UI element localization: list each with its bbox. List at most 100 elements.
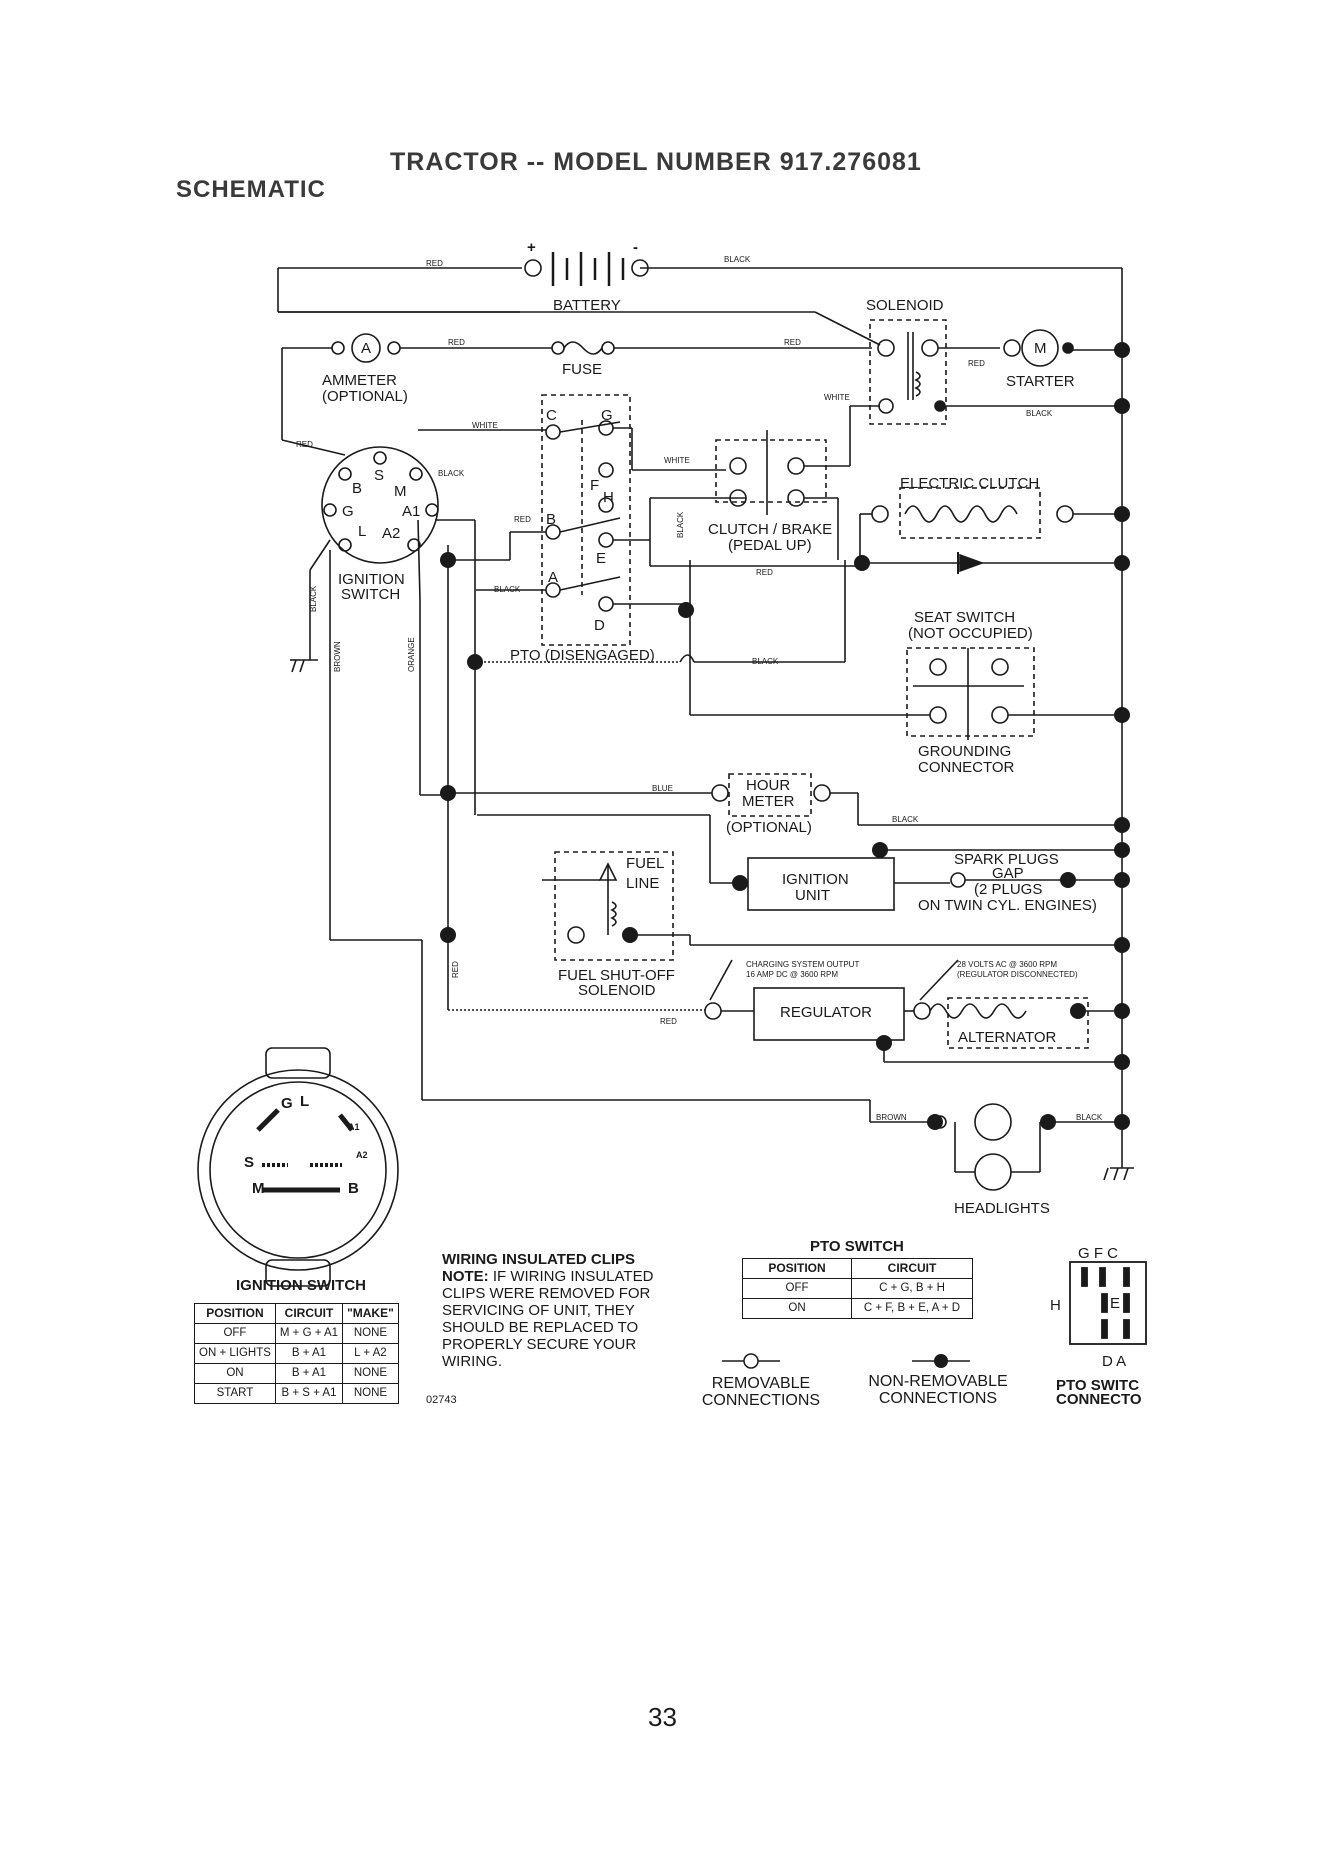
- table-header-cell: "MAKE": [342, 1303, 399, 1324]
- pto-switch-table: POSITION CIRCUIT OFF C + G, B + H ON C +…: [742, 1258, 973, 1319]
- clutch-brake-label-1: CLUTCH / BRAKE: [708, 521, 832, 538]
- non-removable-connection-dots: [440, 342, 1130, 1130]
- ign-terminal-l: L: [358, 523, 366, 540]
- wiring-note-label: NOTE:: [442, 1268, 489, 1285]
- wire-tag-red: RED: [426, 259, 443, 268]
- wire-tag-orange: ORANGE: [407, 637, 416, 672]
- table-row: OFF M + G + A1 NONE: [194, 1323, 399, 1344]
- table-cell: NONE: [342, 1323, 399, 1344]
- ignition-switch-label-1: IGNITION: [338, 571, 405, 588]
- pto-connector-top-letters: G F C: [1078, 1245, 1118, 1262]
- table-header-row: POSITION CIRCUIT: [742, 1258, 973, 1279]
- charging-output-label-2: 16 AMP DC @ 3600 RPM: [746, 970, 838, 979]
- wire-tag-red: RED: [660, 1017, 677, 1026]
- ignition-switch-table: POSITION CIRCUIT "MAKE" OFF M + G + A1 N…: [194, 1303, 399, 1404]
- table-cell: L + A2: [342, 1343, 399, 1364]
- table-cell: C + F, B + E, A + D: [851, 1298, 973, 1319]
- wire-tag-red: RED: [968, 359, 985, 368]
- drawing-code: 02743: [426, 1394, 457, 1406]
- page-subtitle: SCHEMATIC: [176, 176, 326, 203]
- face-letter-s: S: [244, 1154, 254, 1171]
- ignition-unit-label-1: IGNITION: [782, 871, 849, 888]
- spark-plugs-label-2: GAP: [992, 865, 1024, 882]
- legend-removable-line-2: CONNECTIONS: [701, 1392, 821, 1409]
- legend-removable: REMOVABLE CONNECTIONS: [700, 1375, 822, 1409]
- grounding-connector-label-1: GROUNDING: [918, 743, 1011, 760]
- pto-disengaged-label: PTO (DISENGAGED): [510, 647, 655, 664]
- grounding-connector-label-2: CONNECTOR: [918, 759, 1015, 776]
- table-header-cell: POSITION: [194, 1303, 276, 1324]
- volts-ac-label-2: (REGULATOR DISCONNECTED): [957, 970, 1078, 979]
- pto-connector-label-2: CONNECTO: [1056, 1391, 1142, 1408]
- battery-plus-label: +: [527, 239, 536, 256]
- ign-terminal-g: G: [342, 503, 354, 520]
- ign-terminal-b: B: [352, 480, 362, 497]
- terminal-f: F: [590, 477, 599, 494]
- table-cell: C + G, B + H: [851, 1278, 973, 1299]
- wire-tag-red: RED: [784, 338, 801, 347]
- face-letter-a2: A2: [356, 1150, 368, 1160]
- terminal-d: D: [594, 617, 605, 634]
- fuse-label: FUSE: [562, 361, 602, 378]
- wiring-note: WIRING INSULATED CLIPS NOTE: IF WIRING I…: [442, 1251, 692, 1370]
- ammeter-label: AMMETER: [322, 372, 397, 389]
- legend-non-removable-line-1: NON-REMOVABLE: [868, 1373, 1008, 1390]
- ammeter-optional-label: (OPTIONAL): [322, 388, 408, 405]
- table-header-cell: POSITION: [742, 1258, 852, 1279]
- face-letter-a1: A1: [348, 1122, 360, 1132]
- terminal-h: H: [603, 489, 614, 506]
- table-cell: M + G + A1: [274, 1323, 344, 1344]
- table-row: START B + S + A1 NONE: [194, 1383, 399, 1404]
- page-number: 33: [648, 1702, 677, 1732]
- ign-terminal-a1: A1: [402, 503, 420, 520]
- table-header-cell: CIRCUIT: [274, 1303, 344, 1324]
- pto-connector-e-letter: E: [1110, 1295, 1120, 1312]
- table-cell: ON: [742, 1298, 852, 1319]
- hour-meter-label-2: METER: [742, 793, 795, 810]
- wire-tag-brown: BROWN: [333, 641, 342, 672]
- ign-terminal-s: S: [374, 467, 384, 484]
- wire-tag-black: BLACK: [438, 469, 465, 478]
- wire-tag-red: RED: [514, 515, 531, 524]
- face-letter-m: M: [252, 1180, 265, 1197]
- legend-non-removable-line-2: CONNECTIONS: [878, 1390, 998, 1407]
- table-cell: ON + LIGHTS: [194, 1343, 276, 1364]
- starter-symbol: M: [1034, 340, 1047, 357]
- table-row: ON C + F, B + E, A + D: [742, 1298, 973, 1319]
- table-cell: OFF: [194, 1323, 276, 1344]
- wire-tag-red: RED: [756, 568, 773, 577]
- ignition-unit-label-2: UNIT: [795, 887, 830, 904]
- table-row: ON + LIGHTS B + A1 L + A2: [194, 1343, 399, 1364]
- page-title: TRACTOR -- MODEL NUMBER 917.276081: [390, 148, 922, 176]
- table-cell: OFF: [742, 1278, 852, 1299]
- wire-tag-red: RED: [448, 338, 465, 347]
- alternator-label: ALTERNATOR: [958, 1029, 1057, 1046]
- wire-tag-black: BLACK: [1026, 409, 1053, 418]
- wire-tag-brown: BROWN: [876, 1113, 907, 1122]
- charging-output-label-1: CHARGING SYSTEM OUTPUT: [746, 960, 859, 969]
- terminal-e: E: [596, 550, 606, 567]
- terminal-g: G: [601, 407, 613, 424]
- ignition-switch-label-2: SWITCH: [341, 586, 400, 603]
- table-row: OFF C + G, B + H: [742, 1278, 973, 1299]
- solenoid-label: SOLENOID: [866, 297, 944, 314]
- wire-tag-black: BLACK: [752, 657, 779, 666]
- table-header-row: POSITION CIRCUIT "MAKE": [194, 1303, 399, 1324]
- face-letter-l: L: [300, 1093, 309, 1110]
- fuel-line-label-1: FUEL: [626, 855, 664, 872]
- pto-connector-bottom-letters: D A: [1102, 1353, 1126, 1370]
- fuel-shutoff-label-2: SOLENOID: [578, 982, 656, 999]
- hour-meter-optional-label: (OPTIONAL): [726, 819, 812, 836]
- wiring-note-text: IF WIRING INSULATED CLIPS WERE REMOVED F…: [442, 1268, 654, 1370]
- wire-tag-blue: BLUE: [652, 784, 673, 793]
- legend-removable-line-1: REMOVABLE: [711, 1375, 811, 1392]
- terminal-c: C: [546, 407, 557, 424]
- spark-plugs-label-4: ON TWIN CYL. ENGINES): [918, 897, 1097, 914]
- ign-terminal-m: M: [394, 483, 407, 500]
- wire-tag-black: BLACK: [309, 585, 318, 612]
- wire-tag-white: WHITE: [472, 421, 498, 430]
- ammeter-symbol: A: [361, 340, 371, 357]
- wiring-note-heading: WIRING INSULATED CLIPS: [442, 1251, 636, 1268]
- table-cell: B + S + A1: [274, 1383, 344, 1404]
- seat-switch-label-2: (NOT OCCUPIED): [908, 625, 1033, 642]
